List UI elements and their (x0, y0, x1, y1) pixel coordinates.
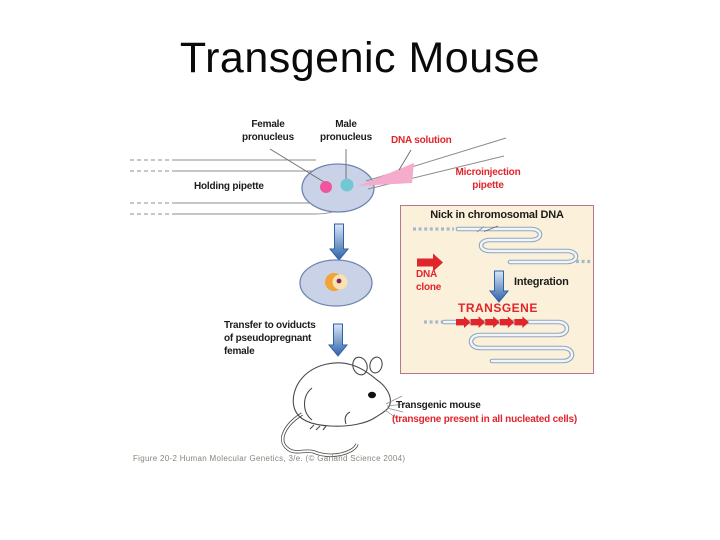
mouse-feet (309, 424, 327, 431)
chromosomal-dna-top (413, 225, 592, 265)
mouse-haunch (303, 387, 313, 421)
male-pronucleus-label: Male pronucleus (320, 119, 372, 143)
nick-mark (476, 226, 485, 233)
fused-nucleus-cell (299, 259, 373, 307)
transgene-arrows-icon (456, 316, 529, 328)
integration-label: Integration (514, 276, 569, 288)
microinjection-pipette-label: Microinjection pipette (455, 167, 521, 191)
dna-clone-arrow-icon (417, 253, 443, 272)
figure-caption: Figure 20-2 Human Molecular Genetics, 3/… (133, 454, 406, 463)
chromosomal-dna-bottom (424, 316, 575, 364)
inset-title: Nick in chromosomal DNA (430, 209, 564, 221)
integration-down-arrow-icon (488, 270, 510, 303)
female-pronucleus-dot (320, 181, 332, 193)
transgene-note-label: (transgene present in all nucleated cell… (392, 414, 577, 425)
mouse-drawing (281, 356, 406, 457)
transgenic-mouse-label: Transgenic mouse (396, 400, 481, 411)
mouse-whiskers (384, 395, 406, 419)
dna-clone-label: DNA clone (416, 269, 442, 293)
zygote-cell (301, 163, 375, 213)
down-arrow-icon (327, 323, 349, 357)
holding-pipette-label: Holding pipette (194, 181, 264, 192)
mouse-ear (369, 356, 383, 374)
transgene-label: TRANSGENE (458, 301, 538, 315)
label-pointer-lines (269, 148, 412, 183)
nick-pointer-line (483, 225, 499, 232)
male-pronucleus-dot (340, 178, 354, 192)
female-pronucleus-label: Female pronucleus (242, 119, 294, 143)
mouse-ear (352, 356, 368, 376)
down-arrow-icon (328, 223, 350, 261)
mouse-eye (368, 391, 376, 399)
dna-solution-label: DNA solution (391, 135, 452, 146)
slide-title: Transgenic Mouse (179, 34, 541, 82)
mouse-front-leg (344, 411, 351, 425)
mouse-body (292, 362, 391, 427)
transfer-note-label: Transfer to oviducts of pseudopregnant f… (224, 320, 316, 357)
